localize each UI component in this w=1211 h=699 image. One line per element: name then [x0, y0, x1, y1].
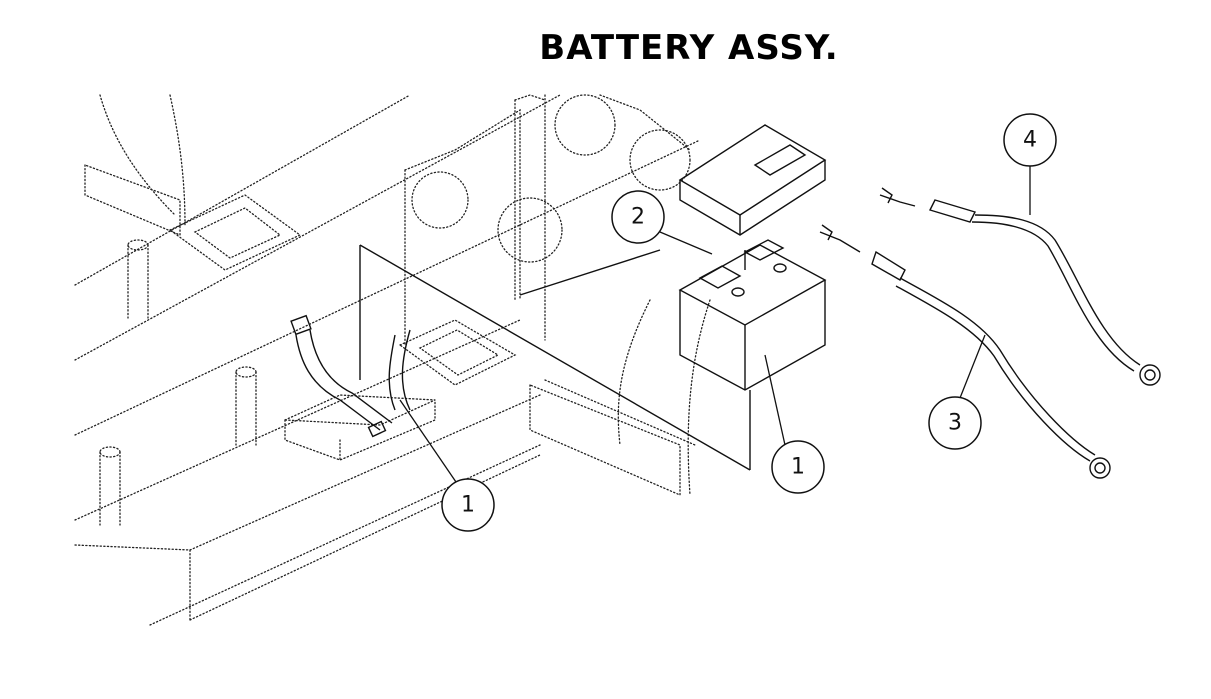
- callout-1-left: 1: [441, 478, 495, 532]
- battery-cover: [678, 124, 827, 270]
- leader-2: [659, 231, 713, 255]
- cable-4: [879, 187, 1161, 386]
- callout-3: 3: [928, 396, 982, 450]
- callout-4: 4: [1003, 113, 1057, 167]
- callout-3-label: 3: [948, 411, 962, 436]
- vehicle-frame: [74, 94, 711, 626]
- hold-down-strap: [290, 314, 411, 438]
- battery: [678, 239, 827, 391]
- leader-1-right: [764, 354, 786, 446]
- cable-3: [819, 224, 1111, 479]
- callout-2-label: 2: [631, 205, 645, 230]
- battery-mount-bracket: [359, 244, 751, 471]
- callout-1-left-label: 1: [461, 493, 475, 518]
- callout-1-right-label: 1: [791, 455, 805, 480]
- callout-1-right: 1: [771, 440, 825, 494]
- leader-3: [959, 334, 986, 399]
- callout-4-label: 4: [1023, 128, 1037, 153]
- leader-1-left: [399, 399, 457, 483]
- diagram-title: BATTERY ASSY.: [539, 28, 839, 68]
- callout-2: 2: [611, 190, 665, 244]
